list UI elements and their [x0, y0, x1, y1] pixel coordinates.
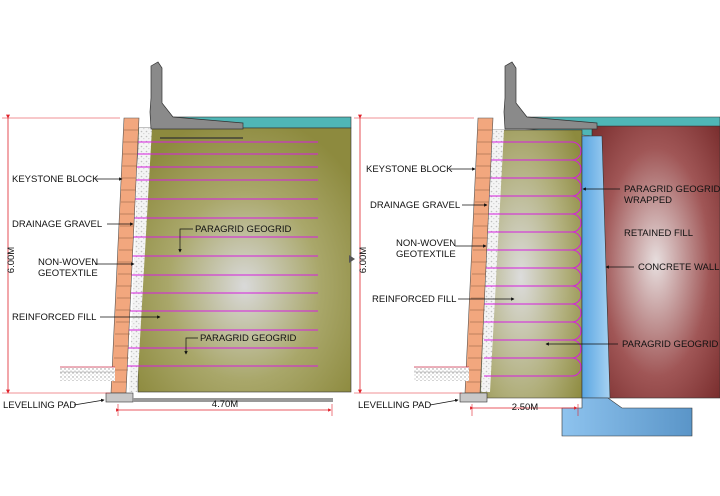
- label-retained-fill: RETAINED FILL: [624, 228, 693, 239]
- right-section: 6.00M 2.50M KEYSTONE BLOCK DRAINAGE GRAV…: [349, 61, 720, 437]
- concrete-wall-footing: [561, 397, 693, 437]
- label-geogrid-top: PARAGRID GEOGRID: [195, 224, 292, 235]
- label-levelling-pad: LEVELLING PAD: [3, 400, 76, 411]
- label-drainage-gravel: DRAINAGE GRAVEL: [370, 200, 460, 211]
- label-nonwoven-2: GEOTEXTILE: [38, 268, 98, 279]
- label-reinforced-fill: REINFORCED FILL: [372, 294, 456, 305]
- height-dim-text: 6.00M: [6, 247, 17, 273]
- drainage-gravel-zone: [129, 128, 152, 392]
- ground-strip: [60, 367, 115, 381]
- label-nonwoven-2: GEOTEXTILE: [396, 249, 456, 260]
- crash-barrier: [503, 61, 598, 130]
- height-dimension-right: 6.00M: [354, 114, 474, 394]
- label-geogrid-bottom: PARAGRID GEOGRID: [200, 333, 297, 344]
- left-section: 6.00M 4.70M KEYSTONE BLOCK DRAINAGE GRAV…: [2, 61, 352, 416]
- levelling-pad: [459, 392, 488, 403]
- label-reinforced-fill: REINFORCED FILL: [12, 312, 96, 323]
- label-keystone-block: KEYSTONE BLOCK: [12, 174, 99, 185]
- ground-strip: [414, 367, 469, 381]
- label-geogrid-wrapped-1: PARAGRID GEOGRID: [624, 184, 720, 195]
- crash-barrier: [149, 61, 244, 130]
- label-levelling-pad: LEVELLING PAD: [358, 400, 431, 411]
- label-keystone-block: KEYSTONE BLOCK: [366, 164, 453, 175]
- height-dimension-left: 6.00M: [2, 114, 120, 394]
- label-concrete-wall: CONCRETE WALL: [638, 262, 719, 273]
- width-dim-text: 2.50M: [512, 402, 538, 413]
- concrete-wall: [581, 135, 611, 399]
- levelling-pad: [105, 392, 134, 403]
- label-nonwoven-1: NON-WOVEN: [38, 257, 98, 268]
- width-dimension-left: 4.70M: [116, 399, 333, 416]
- height-dim-text: 6.00M: [358, 247, 369, 273]
- width-dimension-right: 2.50M: [470, 402, 579, 416]
- label-nonwoven-1: NON-WOVEN: [396, 238, 456, 249]
- geogrid-lines: [126, 141, 318, 367]
- retained-fill-zone: [591, 125, 720, 399]
- width-dim-text: 4.70M: [212, 399, 238, 410]
- label-geogrid: PARAGRID GEOGRID: [622, 339, 719, 350]
- wrapped-geogrid: [484, 141, 582, 377]
- label-drainage-gravel: DRAINAGE GRAVEL: [12, 219, 102, 230]
- label-geogrid-wrapped-2: WRAPPED: [624, 195, 672, 206]
- reinforced-fill-zone: [137, 127, 352, 393]
